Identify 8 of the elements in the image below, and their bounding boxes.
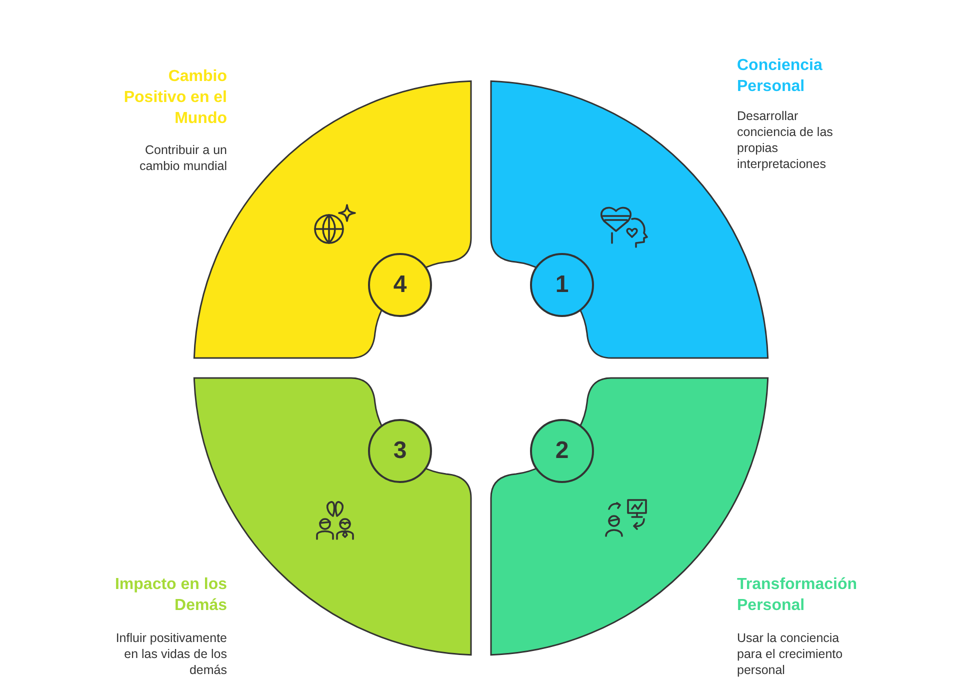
step-description: Influir positivamente en las vidas de los demás xyxy=(114,630,227,678)
step-description: Contribuir a un cambio mundial xyxy=(138,142,227,174)
step-heading: Transformación Personal xyxy=(737,575,858,616)
step-heading: Conciencia Personal xyxy=(737,56,824,97)
step-heading: Cambio Positivo en el Mundo xyxy=(122,67,227,129)
step-description: Usar la conciencia para el crecimiento personal xyxy=(737,630,844,678)
step-description: Desarrollar conciencia de las propias interpretaciones xyxy=(737,108,834,172)
step-heading: Impacto en los Demás xyxy=(114,575,227,616)
